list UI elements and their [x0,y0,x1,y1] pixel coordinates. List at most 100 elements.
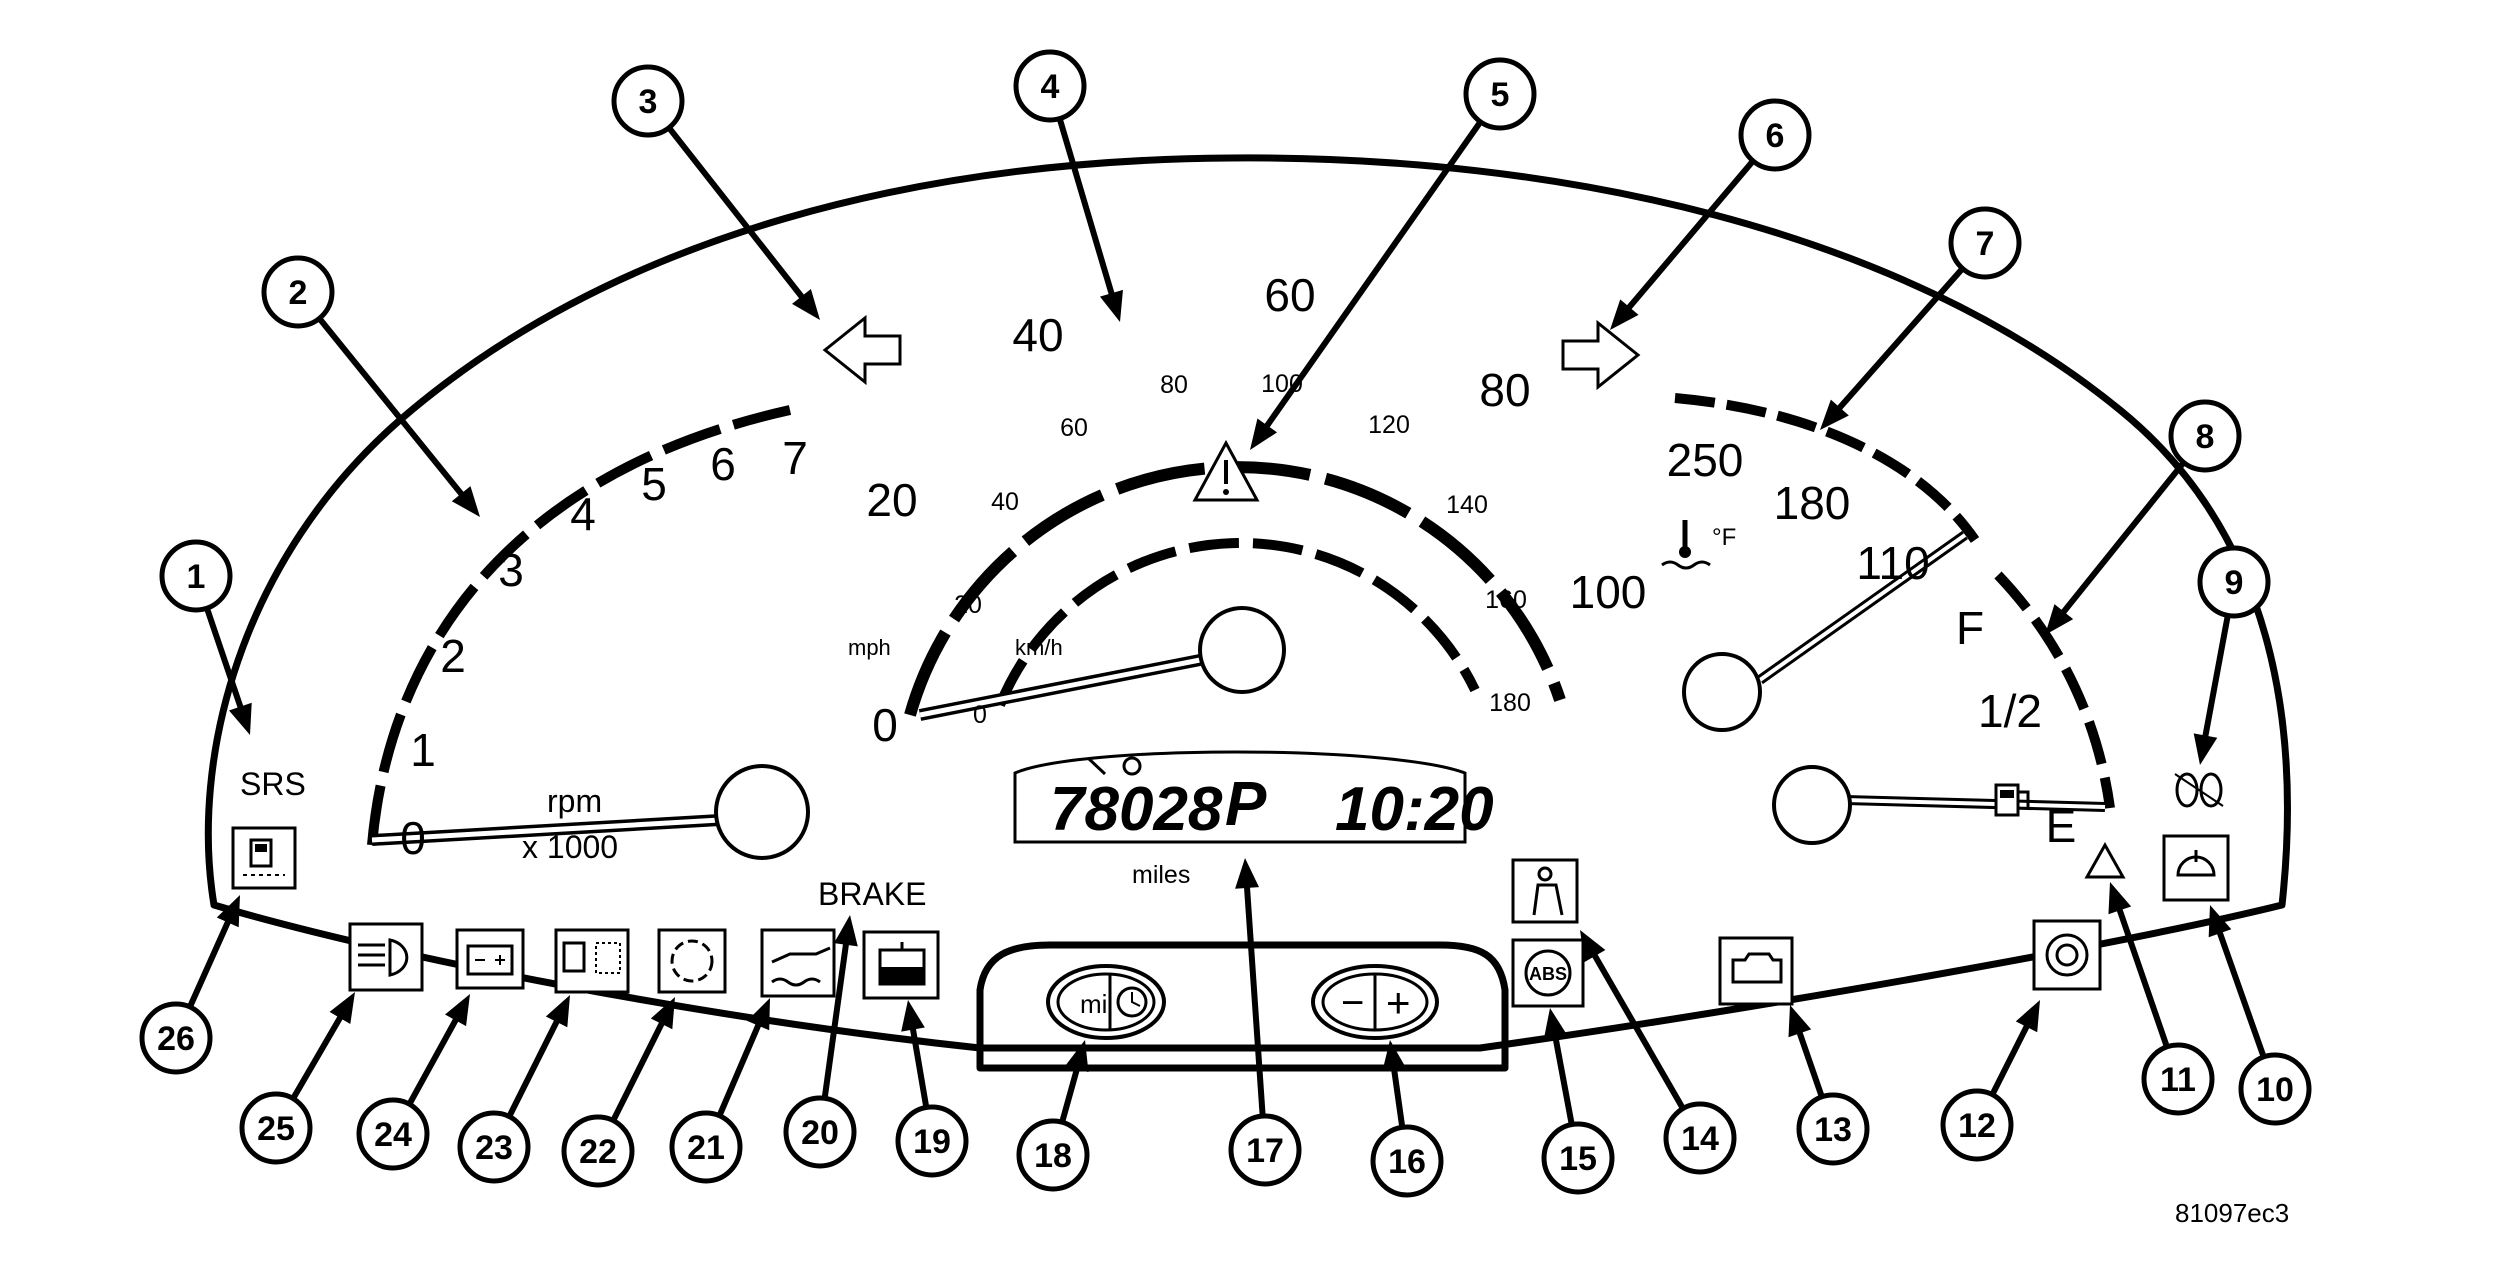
callout-arrowhead-11 [2108,882,2132,915]
callout-14: 14 [1663,1101,1737,1175]
callout-21: 21 [669,1110,743,1184]
fuel-hub [1772,765,1852,845]
callout-number-12: 12 [1958,1107,1996,1145]
callout-20: 20 [783,1095,857,1169]
callout-number-26: 26 [157,1020,195,1058]
cluster-housing [204,154,2291,1052]
gear-indicator: P [1225,770,1267,839]
kmh-tick-60: 60 [1060,414,1088,442]
callout-leader-9 [2198,616,2231,756]
engine-check-icon [1718,936,1794,1006]
tach-tick-2: 2 [440,630,466,682]
odometer-display: 78028 P 10:20 miles [1013,750,1494,889]
clock-value: 10:20 [1335,775,1494,844]
callout-arrowhead-18 [1065,1040,1089,1073]
callout-number-23: 23 [475,1129,513,1167]
callout-number-21: 21 [687,1129,725,1167]
callout-arrowhead-5 [1250,418,1278,450]
callout-number-5: 5 [1491,76,1510,114]
button-pod [976,941,1509,1072]
clock-icon [1122,756,1142,776]
plus-label: + [1386,979,1411,1026]
callout-leader-4 [1057,119,1121,314]
figure-code: 81097ec3 [2175,1198,2289,1228]
callout-22: 22 [561,1114,635,1188]
temp-tick-250: 250 [1667,434,1744,486]
callout-23: 23 [457,1110,531,1184]
callout-number-1: 1 [187,558,206,596]
tachometer-hub [714,764,810,860]
tach-tick-1: 1 [410,724,436,776]
callout-arrowhead-16 [1382,1040,1407,1072]
minus-plus-button[interactable]: − + [1311,964,1439,1040]
kmh-label: km/h [1015,635,1063,660]
callout-number-9: 9 [2225,564,2244,602]
callout-arrowhead-14 [1580,930,1606,962]
callout-16: 16 [1370,1124,1444,1198]
callout-arrowhead-26 [216,895,240,928]
temp-unit: °F [1712,524,1736,551]
callout-arrowhead-21 [747,998,770,1031]
speedometer-hub [1198,606,1286,694]
mph-tick-60: 60 [1264,269,1315,321]
mi-label: mi [1080,989,1107,1019]
mi-clock-button[interactable]: mi [1046,964,1166,1040]
abs-icon: ABS [1511,938,1585,1008]
brake-pad-icon [2032,919,2102,991]
callout-number-6: 6 [1766,117,1785,155]
kmh-tick-80: 80 [1160,371,1188,399]
callout-number-20: 20 [801,1114,839,1152]
headlamp-icon [348,922,424,992]
callout-7: 7 [1948,206,2022,280]
tach-tick-6: 6 [710,438,736,490]
callout-arrowhead-3 [792,288,820,320]
callout-arrowhead-17 [1235,858,1260,889]
callout-arrowhead-2 [451,486,480,517]
callout-leader-17 [1242,867,1266,1115]
fuel-arc [1994,571,2115,809]
odometer-value: 78028 [1050,775,1223,844]
kmh-tick-180: 180 [1489,689,1531,717]
minus-label: − [1341,981,1364,1025]
fog-lamp-icon [2174,772,2224,808]
callout-leader-1 [204,609,250,727]
kmh-tick-0: 0 [973,701,987,729]
brake-label: BRAKE [818,876,926,912]
callout-number-13: 13 [1814,1111,1852,1149]
tach-tick-5: 5 [641,458,667,510]
callout-number-15: 15 [1559,1140,1597,1178]
callout-arrowhead-13 [1788,1005,1812,1038]
battery-icon [455,928,525,990]
clock-icon [1116,986,1148,1018]
kmh-tick-40: 40 [991,488,1019,516]
callout-number-22: 22 [579,1133,617,1171]
speedometer: 0 20 40 60 80 100 0 20 40 60 80 100 120 … [848,269,1646,751]
temp-tick-180: 180 [1774,477,1851,529]
callout-2: 2 [261,255,335,329]
warning-triangle-icon [2084,841,2126,879]
callout-arrowhead-8 [2045,604,2074,635]
callout-19: 19 [895,1104,969,1178]
fuel-half-label: 1/2 [1978,685,2042,737]
callout-24: 24 [356,1097,430,1171]
callout-leader-3 [667,127,817,314]
kmh-tick-120: 120 [1368,411,1410,439]
turn-right-arrow-icon [1561,319,1641,391]
coolant-temp-icon [1661,520,1711,570]
callout-leader-14 [1582,937,1685,1109]
temp-hub [1682,652,1762,732]
wrench-icon [1086,756,1107,776]
tach-tick-7: 7 [782,432,808,484]
callout-8: 8 [2168,399,2242,473]
callout-number-4: 4 [1041,68,1060,106]
callout-arrowhead-6 [1610,299,1639,330]
tach-tick-0: 0 [400,812,426,864]
callout-number-19: 19 [913,1123,951,1161]
callout-number-25: 25 [257,1110,295,1148]
seatbelt-icon [1511,858,1579,924]
tachometer-arc [367,405,792,846]
callout-number-7: 7 [1976,225,1995,263]
callout-number-11: 11 [2160,1061,2196,1099]
callout-number-17: 17 [1246,1132,1284,1170]
callout-4: 4 [1013,49,1087,123]
